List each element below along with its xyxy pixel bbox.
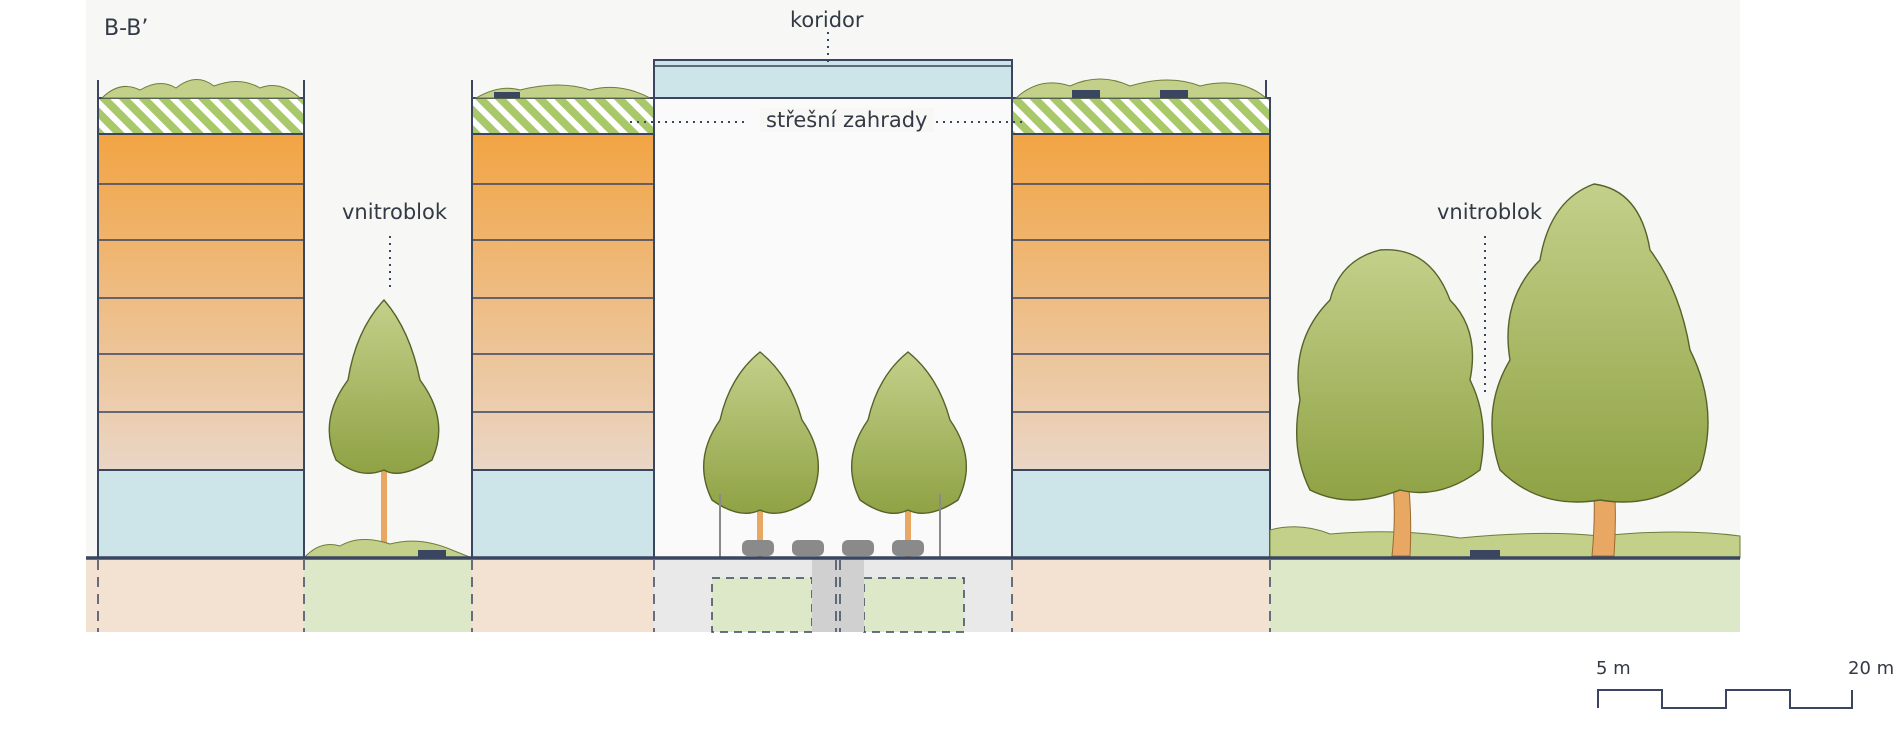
- scale-bar-graphic: [1597, 689, 1853, 709]
- building-middle-right: [1011, 78, 1271, 559]
- courtyard-label-left: vnitroblok: [342, 200, 447, 224]
- scale-bar-end-label: 20 m: [1848, 658, 1895, 679]
- courtyard-label-right: vnitroblok: [1437, 200, 1542, 224]
- scale-bar-start-label: 5 m: [1596, 658, 1631, 679]
- corridor-bridge: [653, 32, 1013, 99]
- corridor-label: koridor: [790, 8, 864, 32]
- courtyard-trees-right: [1269, 183, 1741, 559]
- street: [653, 97, 1013, 559]
- section-title: B-B’: [104, 16, 149, 41]
- underground: [86, 558, 1740, 633]
- building-middle-left: [471, 80, 655, 559]
- label-leaders: [389, 121, 1486, 392]
- roof-gardens-label: střešní zahrady: [760, 108, 934, 132]
- building-left: [97, 79, 305, 559]
- courtyard-tree-left: [302, 298, 473, 559]
